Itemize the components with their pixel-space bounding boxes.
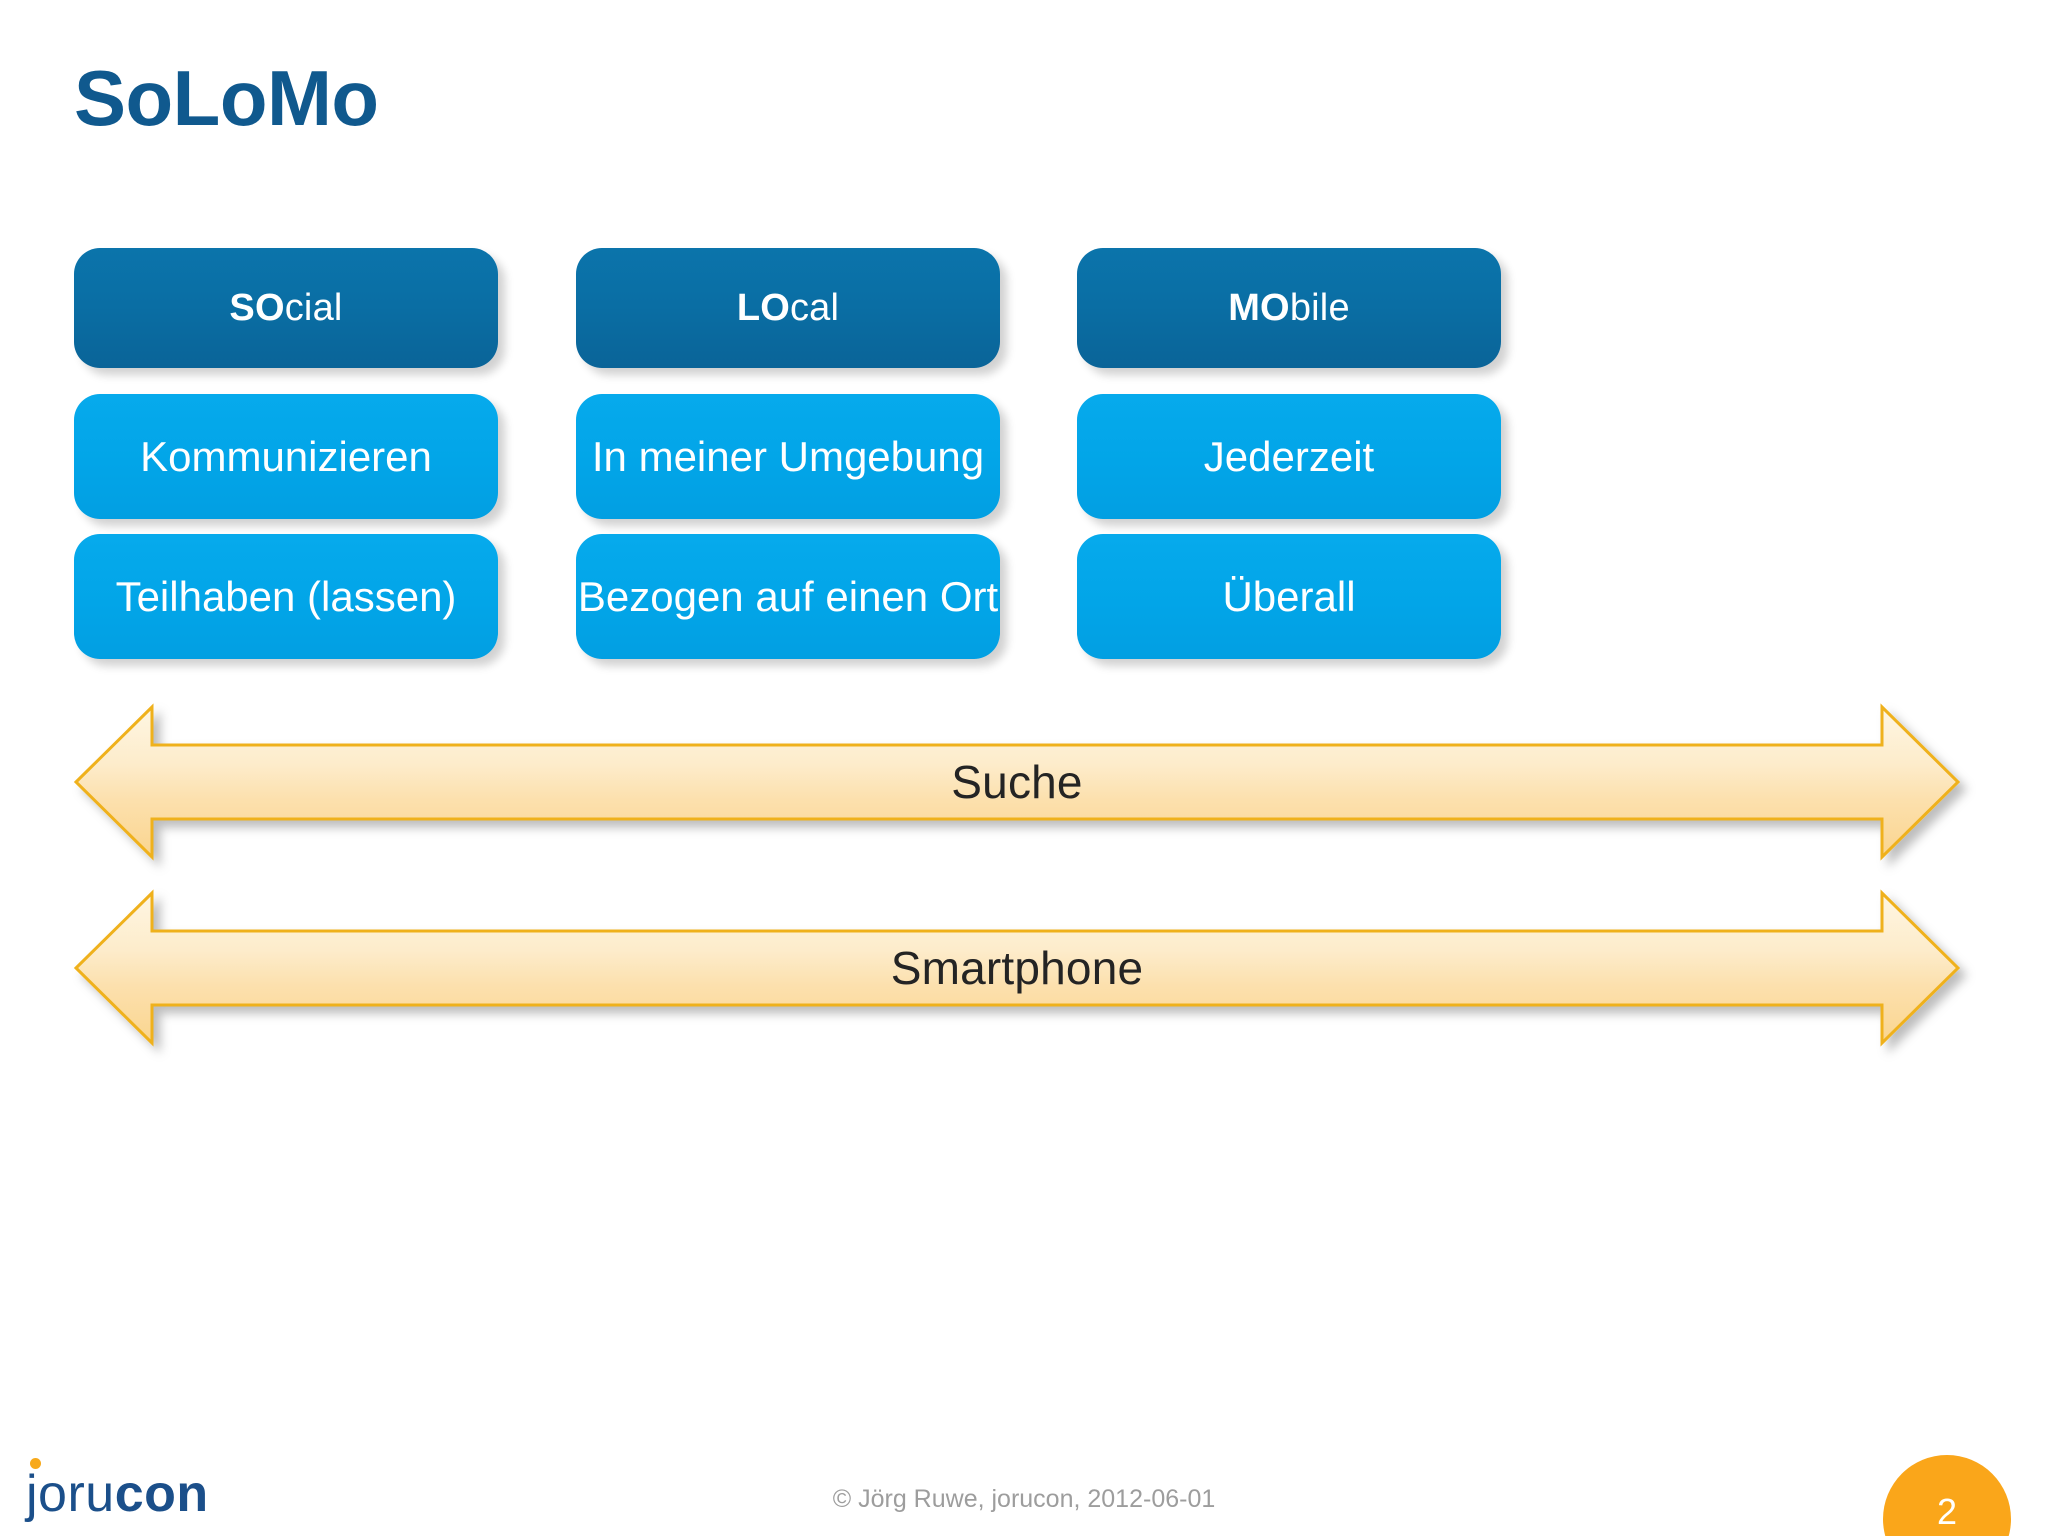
column-header-rest-mobile: bile [1289, 286, 1350, 329]
jorucon-logo: jorucon [26, 1468, 209, 1520]
column-header-box-local[interactable]: LOcal [576, 248, 1000, 368]
logo-dot-icon [30, 1458, 41, 1469]
copyright-text: © Jörg Ruwe, jorucon, 2012-06-01 [832, 1485, 1216, 1513]
column-attribute-label-local-1: In meiner Umgebung [591, 432, 985, 480]
column-header-rest-local: cal [789, 286, 840, 329]
page-title: SoLoMo [74, 54, 379, 142]
logo-text-heavy: con [114, 1465, 209, 1523]
double-arrow-suche[interactable]: Suche [73, 703, 1961, 861]
column-attribute-box-local-1[interactable]: In meiner Umgebung [576, 394, 1000, 519]
page-number-label: 2 [1936, 1491, 1958, 1532]
column-attribute-box-mobile-1[interactable]: Jederzeit [1077, 394, 1501, 519]
column-attribute-label-mobile-2: Überall [1222, 572, 1356, 620]
column-attribute-label-social-2: Teilhaben (lassen) [115, 572, 457, 620]
double-arrow-label-smartphone: Smartphone [890, 942, 1144, 994]
column-attribute-box-social-2[interactable]: Teilhaben (lassen) [74, 534, 498, 659]
column-attribute-label-local-2: Bezogen auf einen Ort [577, 572, 999, 620]
column-header-bold-local: LO [736, 286, 790, 329]
column-attribute-label-mobile-1: Jederzeit [1203, 432, 1375, 480]
column-attribute-label-social-1: Kommunizieren [140, 432, 432, 480]
column-header-box-social[interactable]: SOcial [74, 248, 498, 368]
column-header-label-mobile: MObile [1216, 287, 1362, 330]
double-arrow-icon-smartphone [73, 889, 1961, 1047]
column-header-label-local: LOcal [725, 287, 851, 330]
double-arrow-label-suche: Suche [951, 756, 1083, 808]
page-number-badge: 2 [1883, 1455, 2011, 1536]
column-header-bold-mobile: MO [1228, 286, 1290, 329]
column-attribute-box-mobile-2[interactable]: Überall [1077, 534, 1501, 659]
logo-text-light: joru [26, 1465, 115, 1523]
column-header-rest-social: cial [284, 286, 343, 329]
column-attribute-box-local-2[interactable]: Bezogen auf einen Ort [576, 534, 1000, 659]
double-arrow-icon-suche [73, 703, 1961, 861]
column-header-box-mobile[interactable]: MObile [1077, 248, 1501, 368]
column-header-label-social: SOcial [217, 287, 354, 330]
column-header-bold-social: SO [229, 286, 285, 329]
double-arrow-smartphone[interactable]: Smartphone [73, 889, 1961, 1047]
column-attribute-box-social-1[interactable]: Kommunizieren [74, 394, 498, 519]
